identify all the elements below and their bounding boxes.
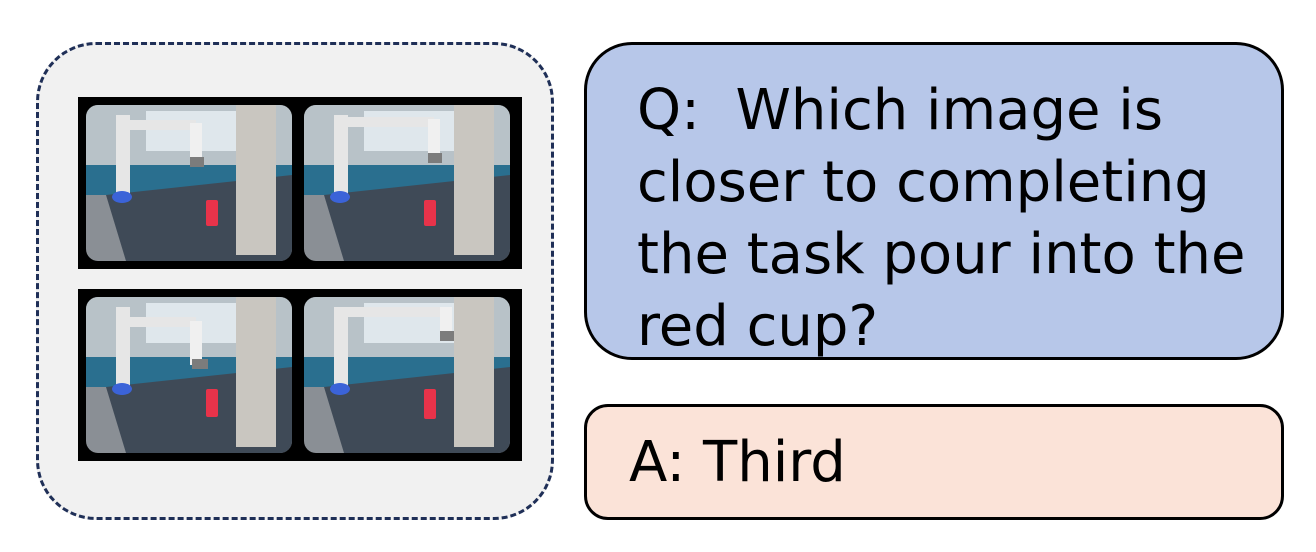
robot-frame-2: [304, 105, 510, 261]
question-text: Q: Which image is closer to completing t…: [637, 78, 1264, 359]
answer-text: A: Third: [629, 430, 846, 495]
robot-frame-4: [304, 297, 510, 453]
image-row-top: [78, 97, 522, 269]
robot-frame-3: [86, 297, 292, 453]
robot-scene-image: [86, 105, 292, 261]
robot-scene-image: [304, 105, 510, 261]
question-box: Q: Which image is closer to completing t…: [584, 42, 1284, 360]
answer-box: A: Third: [584, 404, 1284, 520]
robot-scene-image: [304, 297, 510, 453]
robot-scene-image: [86, 297, 292, 453]
robot-frame-1: [86, 105, 292, 261]
image-row-bottom: [78, 289, 522, 461]
